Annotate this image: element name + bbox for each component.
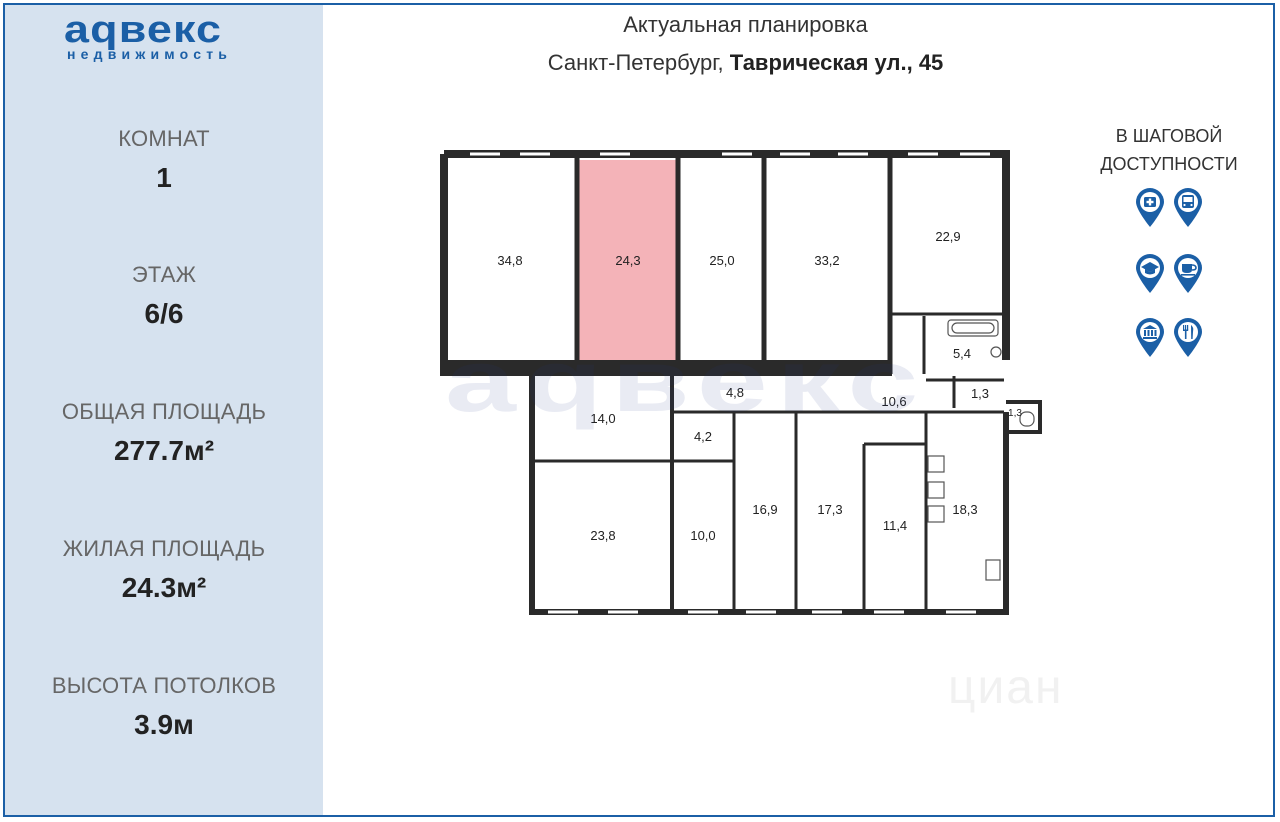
room-area-label: 17,3: [817, 502, 842, 517]
address-street: Таврическая ул., 45: [729, 50, 944, 75]
stat-value: 6/6: [144, 298, 184, 329]
stat-label: ЭТАЖ: [131, 262, 197, 287]
museum-icon[interactable]: [1134, 316, 1166, 358]
room-area-label: 4,8: [726, 385, 744, 400]
room-area-label: 10,6: [881, 394, 906, 409]
stat-label: ЖИЛАЯ ПЛОЩАДЬ: [62, 536, 266, 561]
bus-icon[interactable]: [1172, 186, 1204, 228]
medical-icon[interactable]: [1134, 186, 1166, 228]
room-area-label: 10,0: [690, 528, 715, 543]
room-area-label: 24,3: [615, 253, 640, 268]
walking-title-line2: ДОСТУПНОСТИ: [1100, 154, 1238, 174]
plan-title: Актуальная планировка: [623, 12, 868, 37]
plan-walls: [440, 150, 1042, 615]
highlighted-room[interactable]: [577, 160, 678, 362]
room-area-label: 22,9: [935, 229, 960, 244]
room-area-label: 16,9: [752, 502, 777, 517]
floor-plan: 34,8 24,3 25,0 33,2 22,9 5,4 1,3 1,3 4,8…: [440, 150, 1042, 615]
room-area-label: 1,3: [1008, 408, 1022, 419]
stat-value: 1: [156, 162, 172, 193]
stat-total-area: ОБЩАЯ ПЛОЩАДЬ 277.7м²: [5, 399, 323, 467]
stat-label: ОБЩАЯ ПЛОЩАДЬ: [61, 399, 267, 424]
stat-value: 277.7м²: [113, 435, 215, 466]
walking-distance-title: В ШАГОВОЙ ДОСТУПНОСТИ: [1088, 122, 1250, 178]
room-area-label: 5,4: [953, 346, 971, 361]
sidebar: [5, 5, 323, 815]
stat-living-area: ЖИЛАЯ ПЛОЩАДЬ 24.3м²: [5, 536, 323, 604]
brand-logo[interactable]: аqвекс недвижимость: [64, 9, 264, 62]
walking-title-line1: В ШАГОВОЙ: [1115, 126, 1223, 146]
brand-name: аqвекс: [64, 9, 223, 51]
plan-windows: [470, 152, 990, 614]
room-area-label: 14,0: [590, 411, 615, 426]
stat-label: КОМНАТ: [118, 126, 210, 151]
stat-floor: ЭТАЖ 6/6: [5, 262, 323, 330]
room-area-label: 11,4: [883, 518, 907, 533]
plan-fixtures: [927, 319, 1035, 581]
brand-sub: недвижимость: [67, 46, 233, 62]
room-area-label: 18,3: [952, 502, 977, 517]
room-area-label: 34,8: [497, 253, 522, 268]
cafe-icon[interactable]: [1172, 252, 1204, 294]
room-area-label: 4,2: [694, 429, 712, 444]
stat-value: 24.3м²: [121, 572, 207, 603]
address-city: Санкт-Петербург,: [547, 50, 724, 75]
page-frame: [3, 3, 1275, 817]
room-labels: 34,8 24,3 25,0 33,2 22,9 5,4 1,3 1,3 4,8…: [497, 229, 1022, 543]
restaurant-icon[interactable]: [1172, 316, 1204, 358]
school-icon[interactable]: [1134, 252, 1166, 294]
stat-value: 3.9м: [134, 709, 194, 740]
stat-ceiling-height: ВЫСОТА ПОТОЛКОВ 3.9м: [5, 673, 323, 741]
room-area-label: 33,2: [814, 253, 839, 268]
plan-address: Санкт-Петербург, Таврическая ул., 45: [323, 50, 1168, 76]
stat-label: ВЫСОТА ПОТОЛКОВ: [51, 673, 277, 698]
room-area-label: 1,3: [971, 386, 989, 401]
stat-rooms: КОМНАТ 1: [5, 126, 323, 194]
room-area-label: 25,0: [709, 253, 734, 268]
room-area-label: 23,8: [590, 528, 615, 543]
